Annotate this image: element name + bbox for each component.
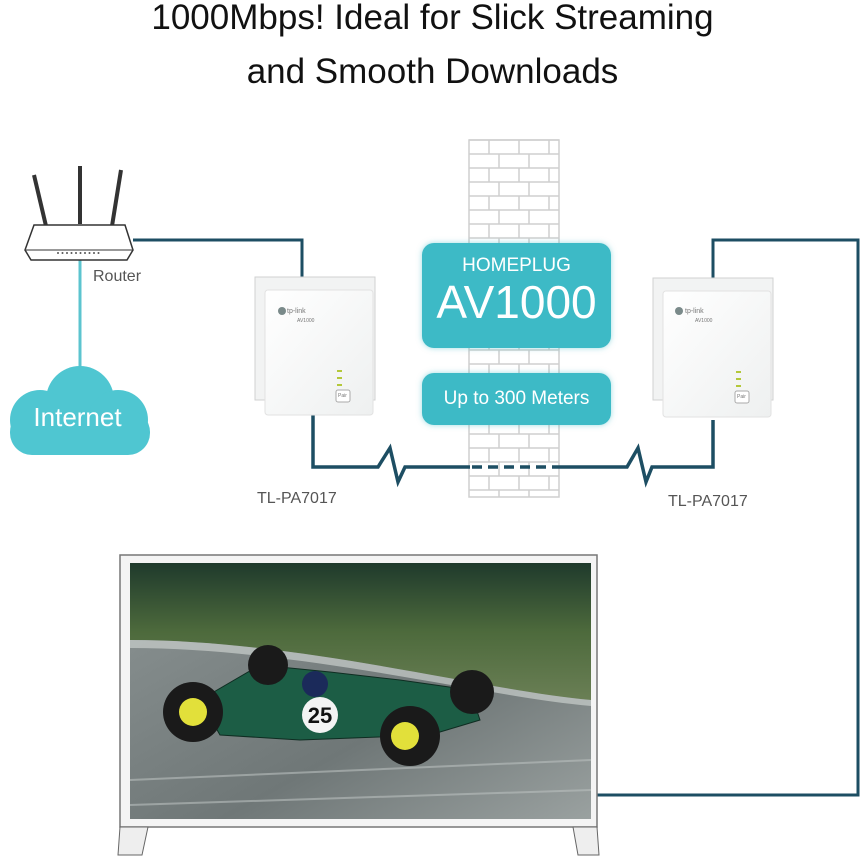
av1000-label: AV1000 (436, 276, 597, 328)
adapter-left-brand: tp-link (287, 308, 306, 315)
adapter-to-tv-cable (597, 238, 860, 797)
television: 25 (117, 554, 600, 856)
internet-label: Internet (33, 402, 122, 432)
homeplug-label: HOMEPLUG (462, 255, 571, 276)
router-led (61, 252, 64, 254)
router-icon (24, 166, 134, 261)
powerline-adapter-left (254, 276, 376, 416)
router-led (88, 252, 91, 254)
headline-line-2: and Smooth Downloads (246, 52, 619, 91)
headline-line-1: 1000Mbps! Ideal for Slick Streaming (151, 0, 714, 37)
car-number: 25 (308, 703, 332, 728)
adapter-left-pair-button: Pair (338, 393, 347, 399)
adapter-left-sub: AV1000 (297, 318, 315, 324)
range-badge: Up to 300 Meters (422, 373, 611, 425)
race-car-photo: 25 (163, 645, 494, 766)
powerline-adapter-right (652, 277, 774, 418)
router-led (75, 252, 77, 254)
router-led (57, 252, 59, 254)
router-led (84, 252, 86, 254)
powerline-left (311, 415, 470, 488)
router-led (93, 252, 95, 254)
router-to-adapter-cable (133, 238, 304, 280)
internet-cloud-icon (10, 366, 150, 455)
router-led (79, 252, 82, 254)
router-led (97, 252, 100, 254)
adapter-right-pair-button: Pair (737, 394, 746, 400)
router-label: Router (93, 268, 142, 285)
powerline-right (556, 420, 715, 488)
adapter-right-brand: tp-link (685, 308, 704, 315)
homeplug-badge: HOMEPLUG AV1000 (422, 243, 611, 348)
adapter-right-sub: AV1000 (695, 318, 713, 324)
adapter-right-model: TL-PA7017 (668, 493, 748, 510)
router-led (70, 252, 73, 254)
router-led (66, 252, 68, 254)
adapter-left-model: TL-PA7017 (257, 490, 337, 507)
